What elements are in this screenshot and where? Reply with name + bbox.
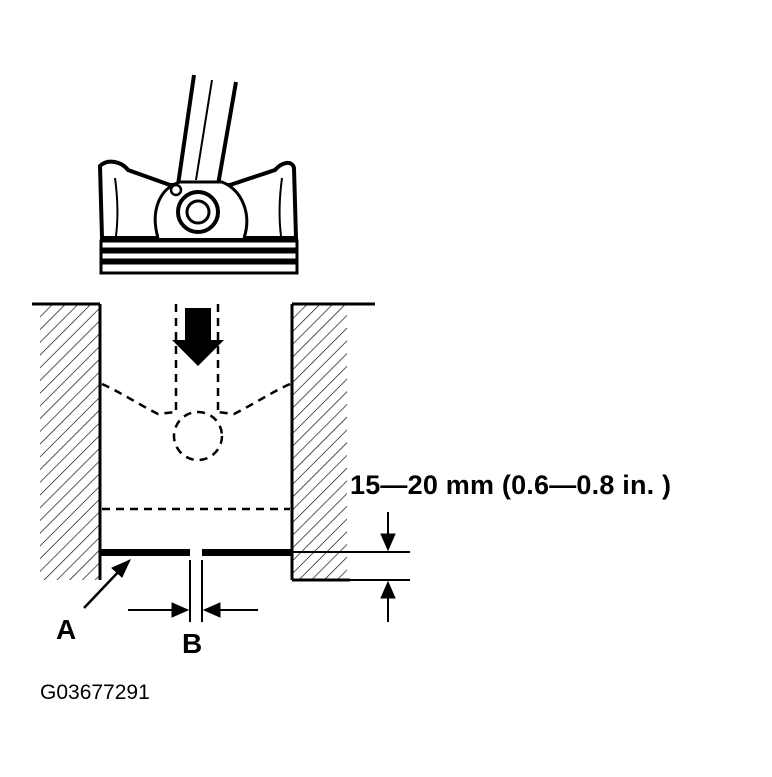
ring-gap-dimension (128, 560, 258, 622)
connecting-rod (176, 74, 238, 186)
down-arrow-icon (172, 308, 224, 366)
piston-ring (100, 549, 292, 556)
label-a-leader (83, 558, 132, 609)
label-b: B (182, 628, 203, 659)
depth-dimension (292, 512, 410, 622)
cylinder-wall-right (290, 302, 375, 582)
figure-id: G03677291 (40, 681, 150, 704)
measurement-label: 15—20 mm (0.6—0.8 in. ) (350, 470, 672, 500)
piston (97, 159, 299, 275)
piston-ghost-outline (101, 304, 291, 511)
cylinder-wall-left (32, 302, 102, 580)
label-a: A (56, 614, 77, 645)
